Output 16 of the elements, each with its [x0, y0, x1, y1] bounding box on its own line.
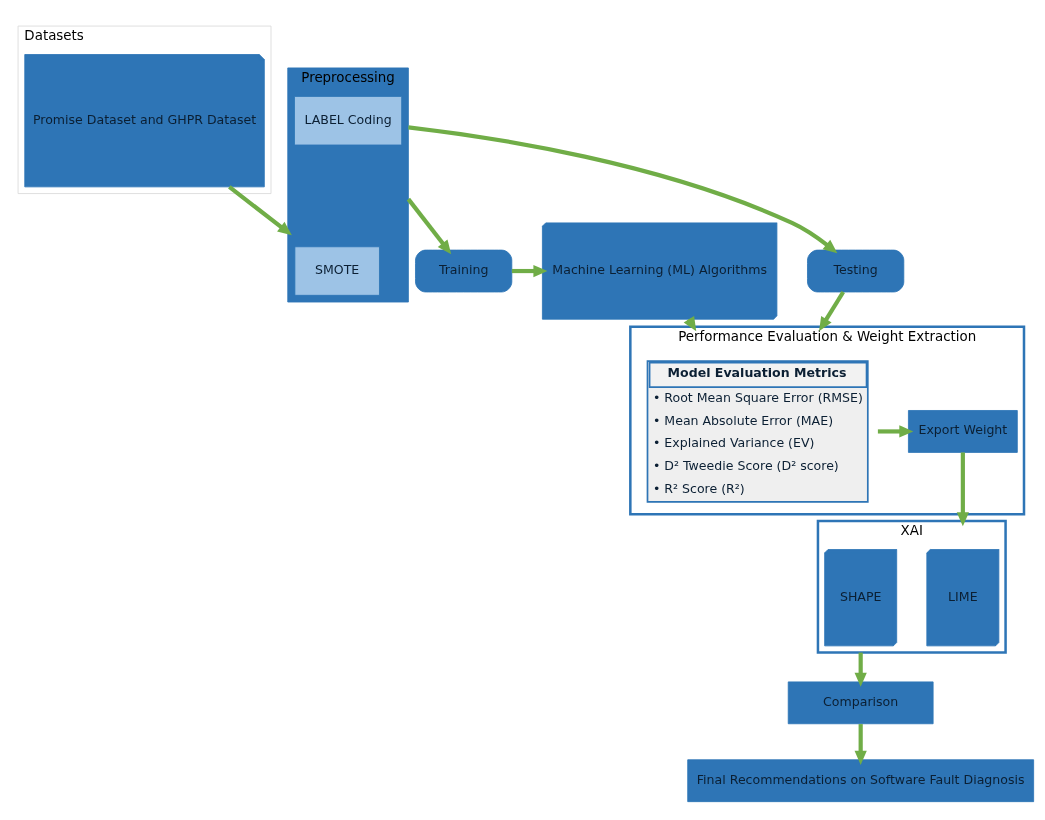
arrow	[956, 451, 969, 526]
arrow	[228, 184, 292, 235]
node-box: Final Recommendations on Software Fault Diagnosis	[687, 758, 1035, 802]
node-box: Comparison	[787, 680, 934, 724]
arrow	[511, 264, 548, 277]
node-box: Training	[415, 249, 513, 292]
node-box: LABEL Coding	[294, 95, 403, 145]
arrow	[819, 290, 845, 331]
node-box: SMOTE	[294, 245, 380, 296]
node-box: Testing	[807, 249, 905, 292]
arrow	[406, 197, 452, 254]
arrow	[854, 652, 867, 687]
arrow	[408, 124, 838, 253]
node-box: Export Weight	[908, 409, 1018, 453]
arrow	[877, 424, 914, 438]
arrow	[854, 723, 867, 765]
